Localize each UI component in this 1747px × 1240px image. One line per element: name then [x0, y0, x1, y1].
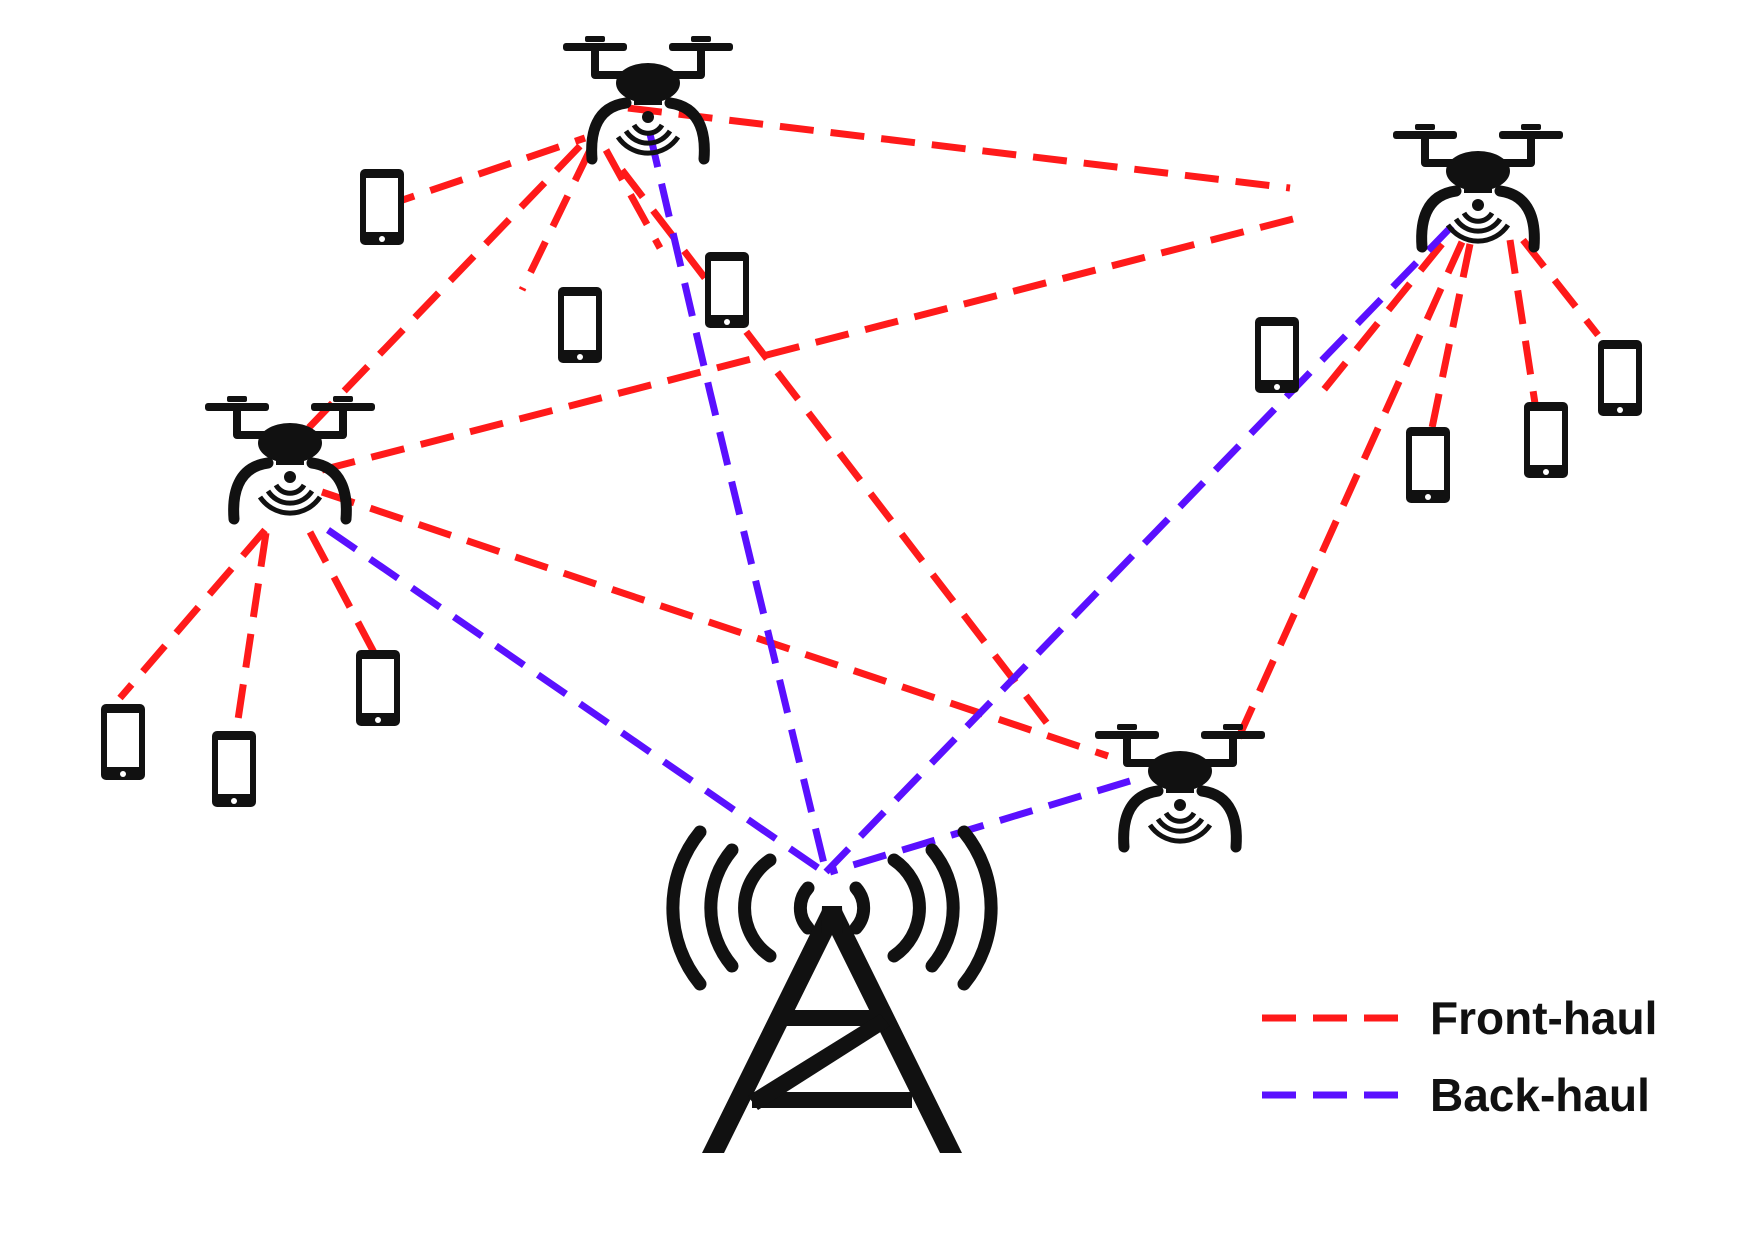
phone-icon: [360, 169, 404, 245]
fronthaul-link: [321, 215, 1294, 474]
backhaul-links: [326, 133, 1455, 876]
backhaul-link: [828, 777, 1132, 876]
fronthaul-link: [117, 527, 268, 701]
legend-fronthaul-label: Front-haul: [1430, 992, 1657, 1044]
legend-backhaul-label: Back-haul: [1430, 1069, 1650, 1121]
legend: Front-haul Back-haul: [1262, 992, 1657, 1121]
phone-icon: [212, 731, 256, 807]
backhaul-link: [646, 133, 830, 873]
phone-icon: [705, 252, 749, 328]
fronthaul-link: [380, 134, 587, 211]
phone-icon: [356, 650, 400, 726]
phone-icon: [1598, 340, 1642, 416]
fronthaul-link: [1319, 241, 1445, 395]
backhaul-link: [823, 223, 1455, 875]
drone-left-icon: [205, 396, 375, 519]
phone-icon: [101, 704, 145, 780]
cell-tower-icon: [666, 825, 998, 1153]
fronthaul-link: [619, 167, 1059, 738]
backhaul-link: [326, 527, 826, 875]
fronthaul-link: [627, 104, 1291, 192]
fronthaul-link: [232, 532, 270, 734]
fronthaul-link: [294, 143, 583, 443]
phone-icon: [1406, 427, 1450, 503]
drone-right-icon: [1393, 124, 1563, 247]
fronthaul-link: [1506, 239, 1540, 411]
fronthaul-link: [320, 488, 1110, 760]
fronthaul-link: [602, 148, 664, 250]
fronthaul-link: [1229, 240, 1466, 752]
fronthaul-link: [518, 148, 594, 292]
phone-icon: [1524, 402, 1568, 478]
fronthaul-link: [1428, 243, 1474, 429]
fronthaul-link: [1520, 237, 1601, 338]
phone-icon: [1255, 317, 1299, 393]
phone-icon: [558, 287, 602, 363]
fronthaul-link: [306, 530, 382, 662]
